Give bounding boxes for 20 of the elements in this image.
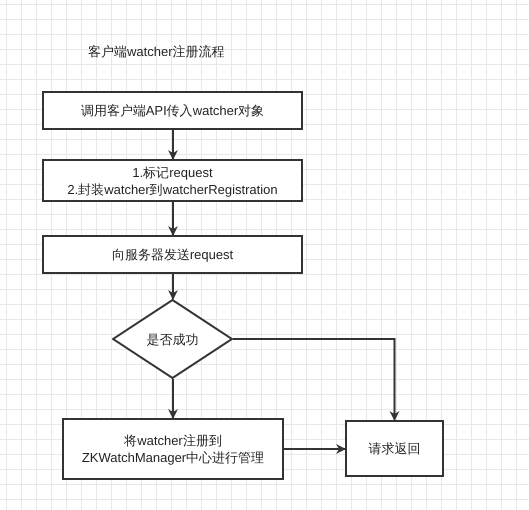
- node-label: 1.标记request: [131, 164, 214, 180]
- diagram-title: 客户端watcher注册流程: [88, 43, 225, 61]
- process-box: [42, 235, 303, 274]
- arrow: [284, 444, 346, 454]
- decision-diamond: [112, 299, 233, 379]
- arrow: [168, 274, 178, 300]
- process-box: [42, 159, 303, 202]
- arrow: [168, 130, 178, 160]
- node-label: 调用客户端API传入watcher对象: [80, 102, 264, 119]
- node-label: 请求返回: [368, 440, 420, 457]
- node-label: 2.封装watcher到watcherRegistration: [67, 180, 278, 198]
- node-label: 是否成功: [146, 330, 198, 348]
- arrow: [168, 379, 178, 419]
- arrow: [168, 202, 178, 236]
- node-label: 向服务器发送request: [112, 246, 234, 263]
- process-box: [345, 420, 444, 477]
- process-box: [62, 418, 284, 480]
- process-box: [42, 91, 303, 130]
- arrow: [233, 338, 400, 421]
- node-label: 将watcher注册到ZKWatchManager中心进行管理: [80, 432, 266, 466]
